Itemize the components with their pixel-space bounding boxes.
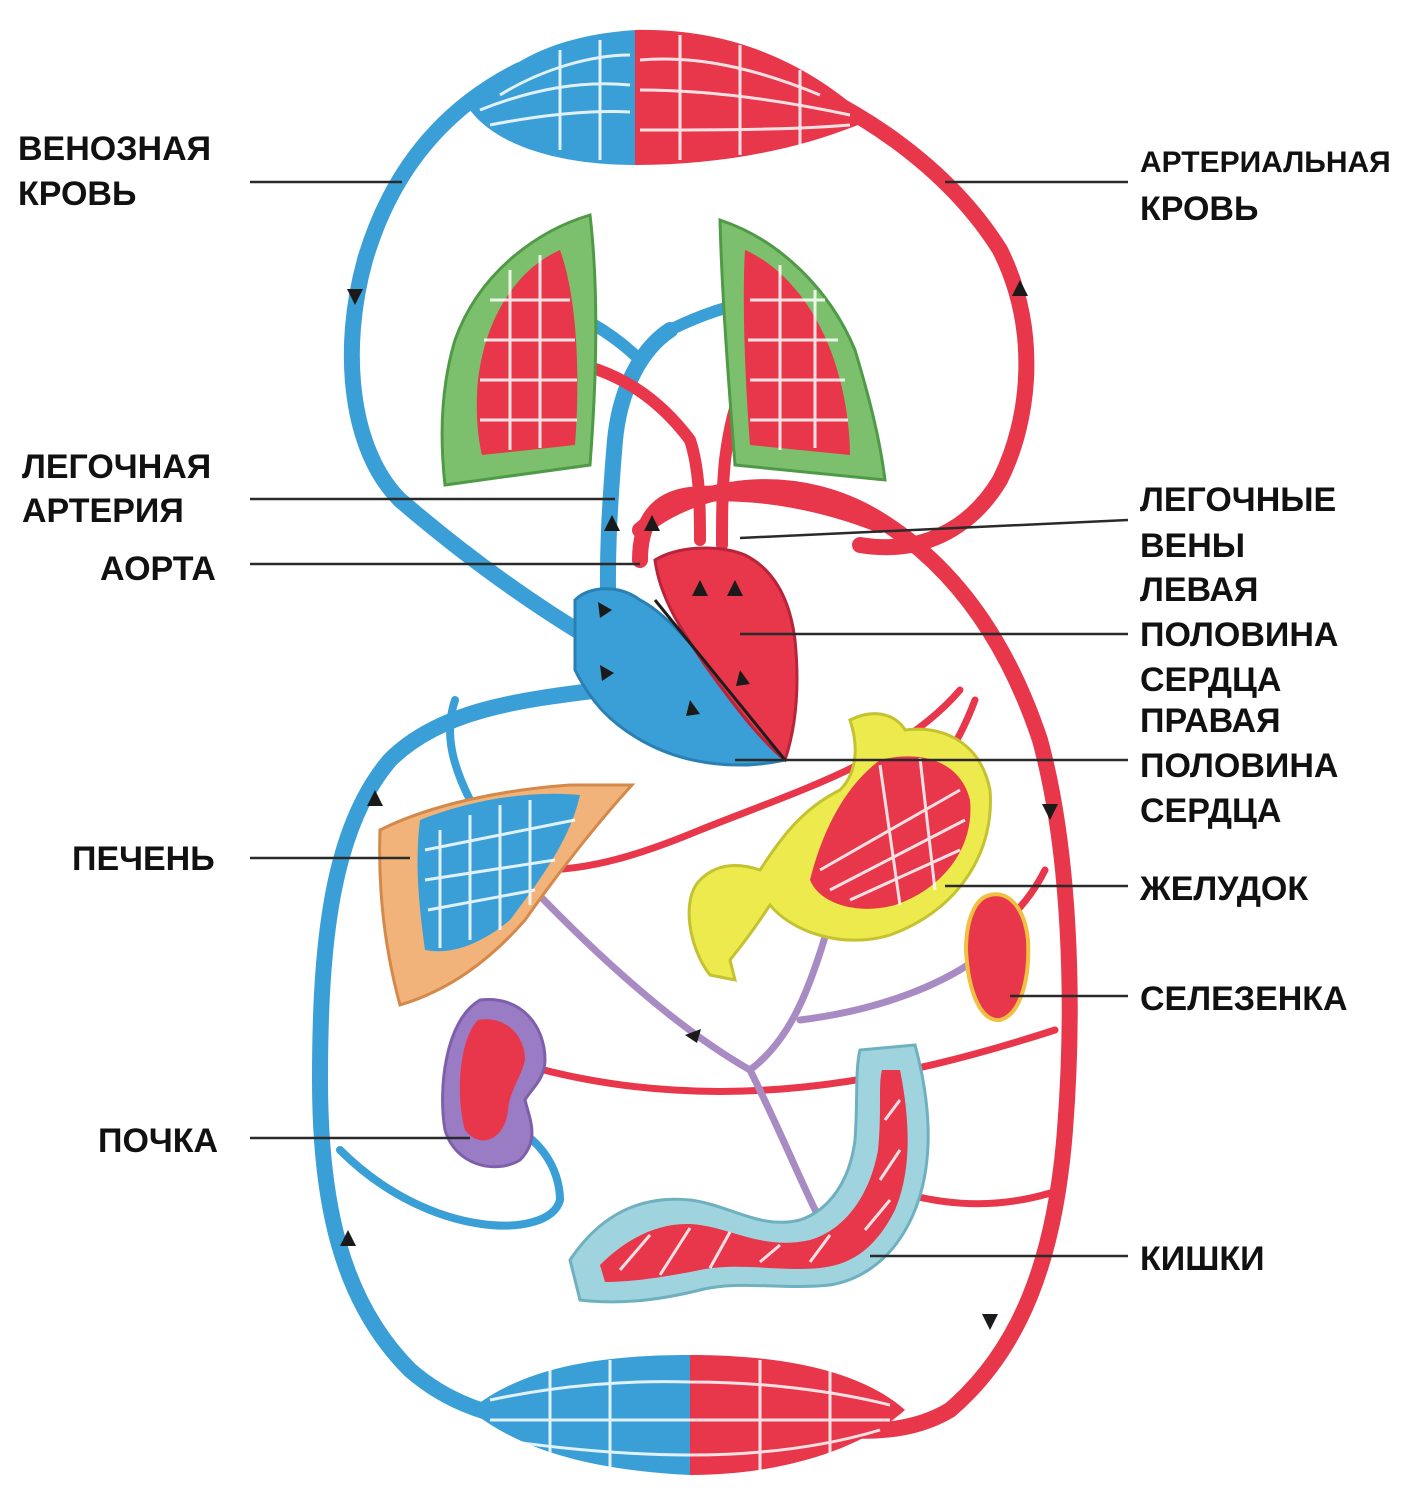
label-left-heart-line2: ПОЛОВИНА	[1140, 616, 1338, 654]
lungs	[442, 215, 885, 485]
label-stomach: ЖЕЛУДОК	[1139, 870, 1308, 908]
label-right-heart-line2: ПОЛОВИНА	[1140, 747, 1338, 785]
organs	[380, 714, 1029, 1302]
label-pulmonary-veins-line2: ВЕНЫ	[1140, 527, 1245, 565]
label-pulmonary-artery-line1: ЛЕГОЧНАЯ	[22, 448, 211, 486]
label-venous-blood-line2: КРОВЬ	[18, 175, 136, 213]
label-kidney: ПОЧКА	[98, 1122, 218, 1160]
lower-capillary-venous	[470, 1355, 690, 1475]
label-venous-blood-line1: ВЕНОЗНАЯ	[18, 130, 211, 168]
label-spleen: СЕЛЕЗЕНКА	[1140, 980, 1348, 1018]
splenic-vein-vessel	[800, 960, 975, 1020]
mesenteric-artery-vessel	[910, 1190, 1060, 1204]
lower-capillary-arterial	[690, 1355, 905, 1475]
upper-capillary-venous	[470, 30, 635, 165]
gastric-vein-vessel	[750, 920, 830, 1070]
label-arterial-blood-line1: АРТЕРИАЛЬНАЯ	[1140, 146, 1391, 179]
label-pulmonary-artery-line2: АРТЕРИЯ	[22, 492, 184, 530]
label-liver: ПЕЧЕНЬ	[72, 840, 215, 878]
spleen	[966, 894, 1028, 1020]
arrow-icon	[982, 1314, 998, 1330]
renal-artery-vessel	[525, 1030, 1055, 1091]
label-left-heart-line3: СЕРДЦА	[1140, 661, 1281, 699]
label-intestines: КИШКИ	[1140, 1240, 1265, 1278]
label-left-heart-line1: ЛЕВАЯ	[1140, 571, 1258, 609]
label-aorta: АОРТА	[100, 550, 216, 588]
label-right-heart-line3: СЕРДЦА	[1140, 792, 1281, 830]
label-arterial-blood-line2: КРОВЬ	[1140, 190, 1258, 228]
label-pulmonary-veins-line1: ЛЕГОЧНЫЕ	[1140, 481, 1336, 519]
label-right-heart-line1: ПРАВАЯ	[1140, 702, 1281, 740]
